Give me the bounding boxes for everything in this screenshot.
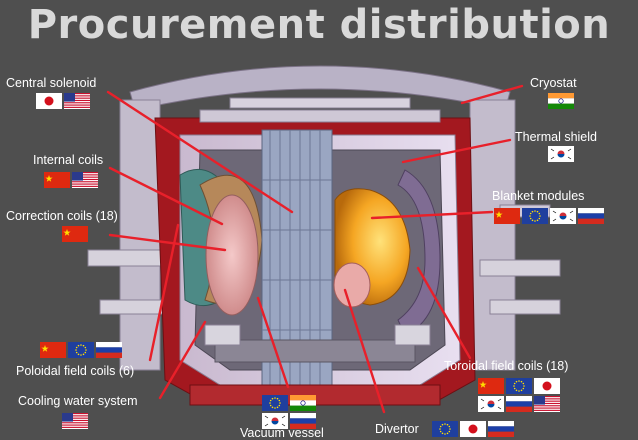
china-flag-icon bbox=[494, 208, 520, 224]
china-flag-icon bbox=[478, 378, 504, 394]
flags-divertor bbox=[432, 421, 514, 437]
usa-flag-icon bbox=[72, 172, 98, 188]
pointer-lines bbox=[106, 84, 524, 414]
pointer-central-solenoid bbox=[106, 90, 294, 214]
korea-flag-icon bbox=[550, 208, 576, 224]
label-cryostat: Cryostat bbox=[530, 76, 577, 90]
pointer-cryostat bbox=[460, 84, 524, 105]
cooling-box-right bbox=[394, 324, 431, 346]
cryostat-outer-left bbox=[119, 99, 161, 371]
japan-flag-icon bbox=[534, 378, 560, 394]
top-plate bbox=[199, 109, 441, 123]
russia-flag-icon bbox=[578, 208, 604, 224]
top-plate-2 bbox=[229, 97, 411, 109]
label-poloidal-field-coils: Poloidal field coils (6) bbox=[16, 364, 135, 378]
russia-flag-icon bbox=[96, 342, 122, 358]
pointer-vacuum-vessel bbox=[256, 296, 290, 389]
label-divertor: Divertor bbox=[375, 422, 419, 436]
flags-poloidal-field-coils bbox=[40, 342, 122, 358]
right-plasma bbox=[333, 262, 371, 308]
label-central-solenoid: Central solenoid bbox=[6, 76, 97, 90]
flags-thermal-shield bbox=[548, 146, 574, 162]
usa-flag-icon bbox=[62, 413, 88, 429]
eu-flag-icon bbox=[432, 421, 458, 437]
india-flag-icon bbox=[290, 395, 316, 411]
eu-flag-icon bbox=[506, 378, 532, 394]
russia-flag-icon bbox=[488, 421, 514, 437]
japan-flag-icon bbox=[460, 421, 486, 437]
label-cooling-water-system: Cooling water system bbox=[18, 394, 138, 408]
russia-flag-icon bbox=[506, 396, 532, 412]
korea-flag-icon bbox=[478, 396, 504, 412]
flags-central-solenoid bbox=[36, 93, 90, 109]
pointer-internal-coils bbox=[108, 166, 224, 226]
label-thermal-shield: Thermal shield bbox=[515, 130, 597, 144]
pointer-cooling-water-system bbox=[158, 320, 207, 400]
flags-cooling-water-system bbox=[62, 413, 88, 429]
label-blanket-modules: Blanket modules bbox=[492, 189, 585, 203]
right-platform-1 bbox=[479, 259, 561, 277]
flags-correction-coils bbox=[62, 226, 88, 242]
label-correction-coils: Correction coils (18) bbox=[6, 209, 118, 223]
eu-flag-icon bbox=[68, 342, 94, 358]
pointer-correction-coils bbox=[108, 233, 227, 252]
flags-toroidal-field-coils bbox=[478, 378, 562, 412]
china-flag-icon bbox=[40, 342, 66, 358]
usa-flag-icon bbox=[64, 93, 90, 109]
pointer-blanket-modules bbox=[370, 210, 494, 220]
label-internal-coils: Internal coils bbox=[33, 153, 104, 167]
korea-flag-icon bbox=[262, 413, 288, 429]
japan-flag-icon bbox=[36, 93, 62, 109]
right-platform-2 bbox=[489, 299, 561, 315]
india-flag-icon bbox=[548, 93, 574, 109]
russia-flag-icon bbox=[290, 413, 316, 429]
flags-blanket-modules bbox=[494, 208, 604, 224]
left-plasma bbox=[205, 194, 259, 316]
label-vacuum-vessel: Vacuum vessel bbox=[240, 426, 324, 440]
pointer-toroidal-field-coils bbox=[416, 266, 472, 360]
pointer-divertor bbox=[343, 288, 386, 414]
eu-flag-icon bbox=[262, 395, 288, 411]
label-toroidal-field-coils: Toroidal field coils (18) bbox=[444, 359, 569, 373]
cryostat-outer-right bbox=[469, 99, 516, 371]
cooling-box-left bbox=[204, 324, 241, 346]
page-title: Procurement distribution bbox=[27, 2, 611, 48]
korea-flag-icon bbox=[548, 146, 574, 162]
china-flag-icon bbox=[62, 226, 88, 242]
flags-cryostat bbox=[548, 93, 574, 109]
flags-vacuum-vessel bbox=[262, 395, 318, 429]
eu-flag-icon bbox=[522, 208, 548, 224]
divertor-shape bbox=[214, 339, 416, 363]
pointer-poloidal-field-coils bbox=[148, 223, 180, 362]
china-flag-icon bbox=[44, 172, 70, 188]
flags-internal-coils bbox=[44, 172, 98, 188]
usa-flag-icon bbox=[534, 396, 560, 412]
pointer-thermal-shield bbox=[401, 138, 512, 164]
